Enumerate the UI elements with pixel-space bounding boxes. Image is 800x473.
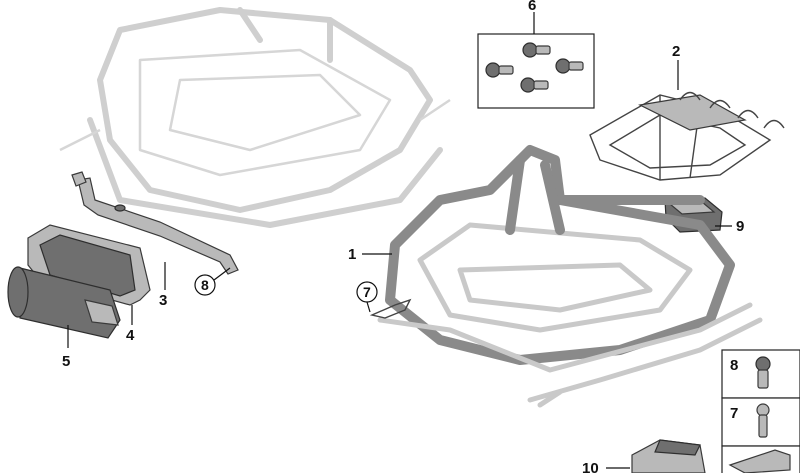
- callout-7-circled: 7: [363, 284, 371, 300]
- callout-6: 6: [528, 0, 536, 14]
- bolt-set-box: [477, 33, 595, 109]
- callout-5: 5: [62, 353, 70, 370]
- bolt-icon: [485, 62, 514, 78]
- screw-icon: [756, 403, 770, 438]
- wedge-shape-icon: [728, 449, 791, 473]
- leader-8: [213, 267, 231, 281]
- bolt-icon: [555, 58, 584, 74]
- flange-bolt-icon: [755, 356, 771, 389]
- callout-3: 3: [159, 292, 167, 309]
- callout-1: 1: [348, 246, 356, 263]
- callout-2: 2: [672, 43, 680, 60]
- callout-9: 9: [736, 218, 744, 235]
- screw-7-part: [369, 298, 412, 319]
- spring-mat-part: [589, 91, 785, 181]
- bracket-part: [71, 171, 239, 275]
- callout-4: 4: [126, 327, 135, 344]
- leader-7: [366, 301, 371, 313]
- cylinder-part: [7, 266, 121, 339]
- hardware-legend: 8 7: [721, 349, 800, 473]
- part-10-box: [631, 439, 706, 473]
- callout-8-circle: [194, 274, 216, 296]
- bolt-icon: [520, 77, 549, 93]
- seat-frame-part: [377, 145, 763, 408]
- ghost-seat-frame: [59, 7, 451, 228]
- legend-label-8: 8: [730, 357, 738, 374]
- callout-8-circled: 8: [201, 277, 209, 293]
- legend-label-7: 7: [730, 405, 738, 422]
- callout-10: 10: [582, 460, 599, 473]
- bolt-icon: [522, 42, 551, 58]
